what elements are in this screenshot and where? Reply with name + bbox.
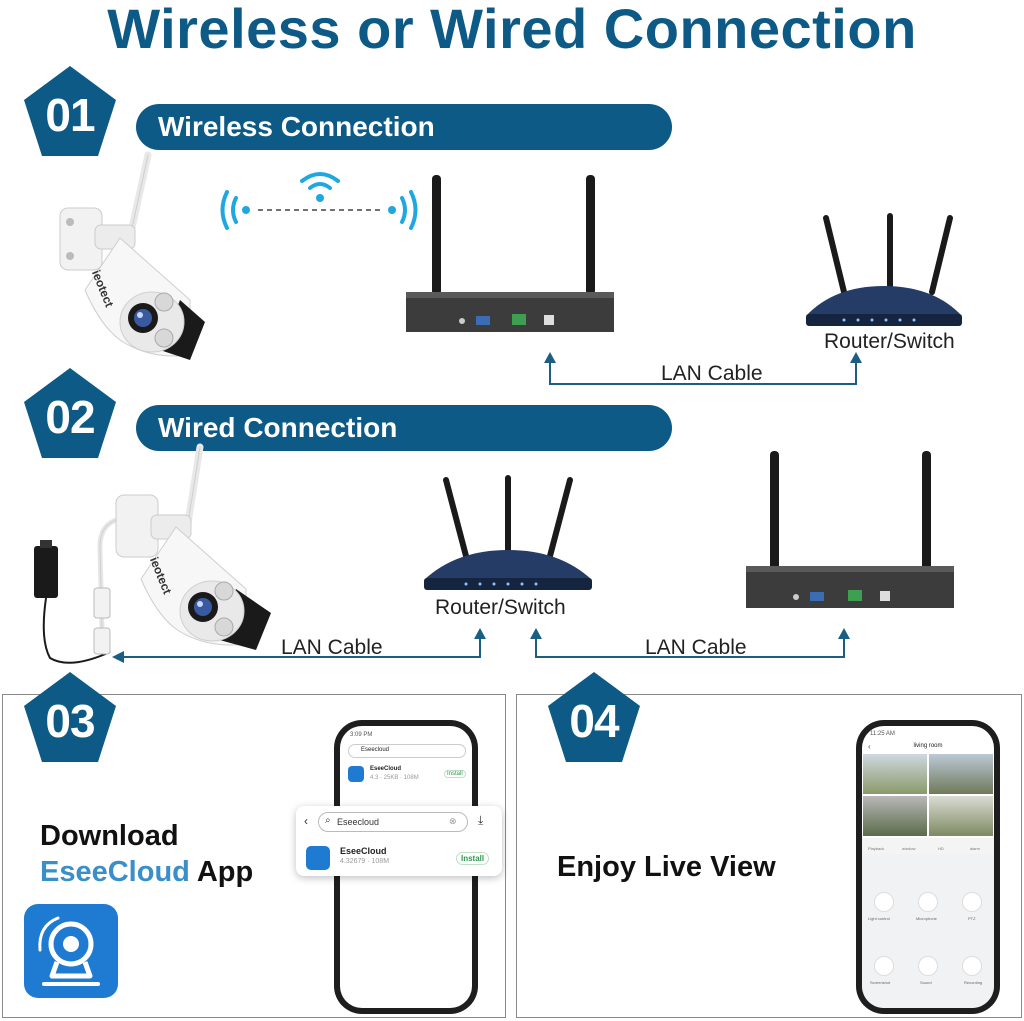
search-bar-small[interactable]: Eseecloud — [348, 744, 466, 758]
router-label-2: Router/Switch — [435, 596, 566, 619]
tool-playback[interactable]: Playback — [868, 846, 885, 851]
control-screenshot: Screenshot — [870, 980, 891, 985]
nvr-recorder-1 — [406, 175, 614, 332]
wired-connection-banner: Wired Connection — [136, 405, 672, 451]
clear-icon[interactable]: ⊗ — [449, 816, 457, 826]
phone-live-view: 11:25 AM ‹ living room Playback window H… — [856, 720, 1000, 1014]
wired-camera: ieotect — [96, 443, 286, 660]
camera-feed-2[interactable] — [929, 754, 993, 794]
search-input[interactable]: ⌕ Eseecloud ⊗ — [318, 812, 468, 832]
status-time: 3:09 PM — [350, 732, 373, 738]
control-recording: Recording — [964, 980, 983, 985]
wifi-icon — [300, 172, 340, 202]
phone-screen: 11:25 AM ‹ living room Playback window H… — [862, 726, 994, 1008]
router-1 — [806, 213, 962, 326]
step-number: 04 — [569, 695, 619, 747]
control-light: Light control — [868, 916, 890, 921]
wireless-connection-banner: Wireless Connection — [136, 104, 672, 150]
control-sound: Sound — [920, 980, 932, 985]
microphone-icon[interactable] — [918, 892, 938, 912]
app-meta-small: 4.3 · 25KB · 108M — [370, 775, 419, 781]
signal-left-icon — [220, 190, 250, 230]
download-text-line2: EseeCloud App — [40, 854, 253, 890]
app-icon — [306, 846, 330, 870]
step-04-badge: 04 — [548, 672, 640, 762]
lan-cable-connector-2 — [112, 628, 486, 663]
wifi-signal — [220, 172, 418, 230]
app-name: EseeCloud — [340, 846, 387, 856]
app-word: App — [189, 856, 254, 888]
camera-feed-1[interactable] — [863, 754, 927, 794]
webcam-icon — [38, 916, 100, 986]
lan-cable-connector-1 — [544, 352, 862, 385]
control-ptz: PTZ — [968, 916, 976, 921]
app-name-small: EseeCloud — [370, 766, 402, 772]
record-icon[interactable] — [962, 956, 982, 976]
lan-cable-label-1: LAN Cable — [661, 362, 763, 385]
search-text-small: Eseecloud — [361, 747, 390, 753]
lan-cable-connector-3 — [530, 628, 850, 658]
lan-cable-label-2: LAN Cable — [281, 636, 383, 659]
router-2 — [424, 475, 592, 590]
nvr-recorder-2 — [746, 451, 954, 608]
wireless-camera: ieotect — [40, 150, 230, 370]
power-adapter-icon — [34, 540, 111, 664]
download-text-line1: Download — [40, 820, 179, 852]
install-button[interactable]: Install — [456, 852, 490, 865]
step-number: 01 — [45, 89, 95, 141]
page-title: Wireless or Wired Connection — [107, 0, 917, 60]
step-02-badge: 02 — [24, 368, 116, 458]
app-icon-small — [348, 766, 364, 782]
app-name-highlight: EseeCloud — [40, 856, 190, 888]
install-button-small[interactable]: Install — [444, 770, 466, 778]
camera-icon — [59, 151, 205, 360]
toolbar: Playback window HD alarm — [862, 838, 994, 854]
download-icon[interactable]: ⤓ — [478, 813, 484, 827]
control-microphone: Microphone — [916, 916, 937, 921]
camera-icon — [115, 443, 271, 650]
lan-cable-label-3: LAN Cable — [645, 636, 747, 659]
signal-right-icon — [388, 190, 418, 230]
pentagon-shape — [24, 66, 116, 156]
search-text: Eseecloud — [337, 817, 380, 827]
back-icon[interactable]: ‹ — [304, 814, 308, 828]
pentagon-shape — [548, 672, 640, 762]
eseecloud-app-icon — [24, 904, 118, 998]
app-meta: 4.32679 · 108M — [340, 858, 390, 865]
step-01-badge: 01 — [24, 66, 116, 156]
tool-window[interactable]: window — [902, 846, 916, 851]
room-title: living room — [913, 743, 943, 749]
pentagon-shape — [24, 368, 116, 458]
step-number: 03 — [45, 695, 95, 747]
camera-feed-3[interactable] — [863, 796, 927, 836]
enjoy-live-view-text: Enjoy Live View — [557, 851, 776, 883]
camera-feed-4[interactable] — [929, 796, 993, 836]
back-icon[interactable]: ‹ — [868, 742, 871, 751]
control-panel: Light control Microphone PTZ Screenshot … — [862, 854, 994, 1008]
search-icon: ⌕ — [325, 815, 331, 826]
ptz-icon[interactable] — [962, 892, 982, 912]
status-time: 11:25 AM — [870, 731, 895, 737]
bulb-icon[interactable] — [874, 892, 894, 912]
speaker-icon[interactable] — [918, 956, 938, 976]
camera-shot-icon[interactable] — [874, 956, 894, 976]
tool-alarm[interactable]: alarm — [970, 846, 981, 851]
step-03-badge: 03 — [24, 672, 116, 762]
router-label-1: Router/Switch — [824, 330, 955, 353]
step-number: 02 — [45, 391, 95, 443]
tool-hd[interactable]: HD — [938, 846, 944, 851]
pentagon-shape — [24, 672, 116, 762]
camera-grid[interactable] — [862, 754, 994, 836]
zoomed-search-card: ‹ ⌕ Eseecloud ⊗ ⤓ EseeCloud 4.32679 · 10… — [296, 806, 502, 876]
